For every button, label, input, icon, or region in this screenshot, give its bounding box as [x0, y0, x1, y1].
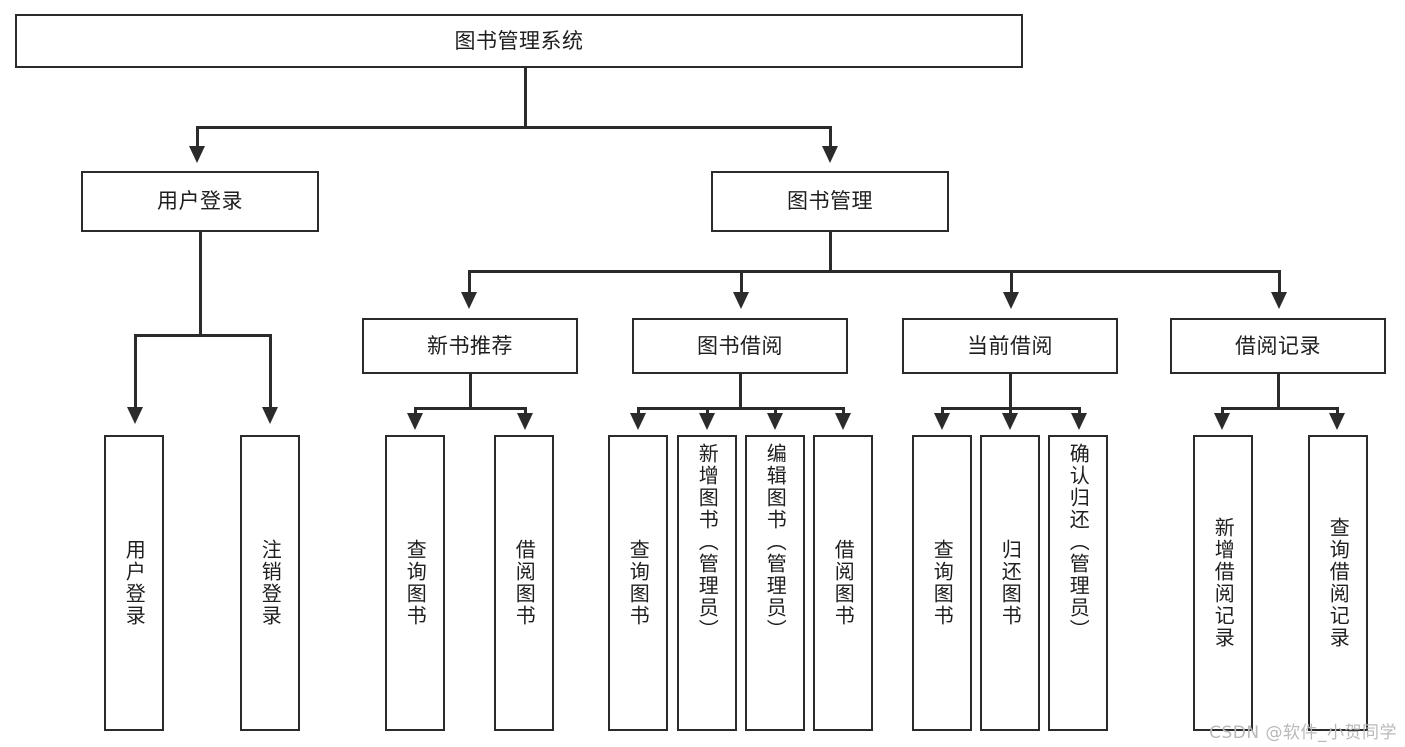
leaf-recommend-borrow-book[interactable]: 借阅图书 — [494, 435, 554, 731]
arrow-current-borrow-leaf-3 — [1071, 413, 1087, 430]
connector-root-bar — [196, 126, 832, 129]
node-book-borrow-label: 图书借阅 — [697, 333, 783, 358]
arrow-borrow-record-leaf-1 — [1214, 413, 1230, 430]
connector-new-book-bar — [414, 407, 527, 410]
leaf-record-add-label: 新增借阅记录 — [1211, 517, 1236, 649]
node-new-book-recommend-label: 新书推荐 — [427, 333, 513, 358]
leaf-record-add[interactable]: 新增借阅记录 — [1193, 435, 1253, 731]
leaf-borrow-query-book[interactable]: 查询图书 — [608, 435, 668, 731]
connector-book-manage-drop-2 — [740, 270, 743, 294]
leaf-record-query-label: 查询借阅记录 — [1326, 517, 1351, 649]
connector-current-borrow-stem — [1009, 374, 1012, 409]
node-user-login-label: 用户登录 — [157, 189, 243, 214]
arrow-root-to-book-manage — [822, 146, 838, 163]
leaf-current-return-book[interactable]: 归还图书 — [980, 435, 1040, 731]
node-book-manage-label: 图书管理 — [787, 189, 873, 214]
arrow-book-borrow-leaf-2 — [699, 413, 715, 430]
connector-root-to-book-manage — [829, 126, 832, 148]
connector-book-manage-stem — [829, 232, 832, 272]
leaf-borrow-borrow-book[interactable]: 借阅图书 — [813, 435, 873, 731]
leaf-record-query[interactable]: 查询借阅记录 — [1308, 435, 1368, 731]
leaf-recommend-query-book-label: 查询图书 — [403, 539, 428, 627]
connector-user-login-drop-1 — [134, 334, 137, 409]
leaf-borrow-query-book-label: 查询图书 — [626, 539, 651, 627]
leaf-current-query-book-label: 查询图书 — [930, 539, 955, 627]
arrow-current-borrow-leaf-1 — [934, 413, 950, 430]
leaf-user-login[interactable]: 用户登录 — [104, 435, 164, 731]
node-user-login[interactable]: 用户登录 — [81, 171, 319, 232]
node-borrow-record[interactable]: 借阅记录 — [1170, 318, 1386, 374]
node-borrow-record-label: 借阅记录 — [1235, 333, 1321, 358]
csdn-watermark: CSDN @软件_小贺同学 — [1209, 723, 1397, 743]
connector-root-stem — [524, 68, 527, 128]
arrow-book-manage-to-current — [1003, 292, 1019, 309]
node-book-manage[interactable]: 图书管理 — [711, 171, 949, 232]
leaf-recommend-borrow-book-label: 借阅图书 — [512, 539, 537, 627]
arrow-current-borrow-leaf-2 — [1002, 413, 1018, 430]
node-root[interactable]: 图书管理系统 — [15, 14, 1023, 68]
arrow-new-book-leaf-2 — [517, 413, 533, 430]
node-new-book-recommend[interactable]: 新书推荐 — [362, 318, 578, 374]
arrow-user-login-leaf-2 — [262, 407, 278, 424]
connector-new-book-stem — [469, 374, 472, 409]
node-root-label: 图书管理系统 — [454, 28, 584, 53]
leaf-current-return-book-label: 归还图书 — [998, 539, 1023, 627]
arrow-book-borrow-leaf-4 — [835, 413, 851, 430]
leaf-borrow-edit-book[interactable]: 编辑图书（管理员） — [745, 435, 805, 731]
leaf-current-confirm-return[interactable]: 确认归还（管理员） — [1048, 435, 1108, 731]
connector-book-manage-drop-4 — [1278, 270, 1281, 294]
arrow-book-manage-to-new-book — [461, 292, 477, 309]
arrow-book-borrow-leaf-3 — [767, 413, 783, 430]
arrow-user-login-leaf-1 — [127, 407, 143, 424]
connector-book-borrow-bar — [637, 407, 844, 410]
arrow-borrow-record-leaf-2 — [1329, 413, 1345, 430]
node-current-borrow[interactable]: 当前借阅 — [902, 318, 1118, 374]
node-book-borrow[interactable]: 图书借阅 — [632, 318, 848, 374]
connector-user-login-drop-2 — [269, 334, 272, 409]
leaf-current-confirm-return-label: 确认归还（管理员） — [1066, 443, 1091, 641]
leaf-logout-label: 注销登录 — [258, 539, 283, 627]
leaf-borrow-add-book-label: 新增图书（管理员） — [695, 443, 720, 641]
leaf-borrow-borrow-book-label: 借阅图书 — [831, 539, 856, 627]
connector-book-manage-drop-1 — [468, 270, 471, 294]
arrow-root-to-user-login — [189, 146, 205, 163]
node-current-borrow-label: 当前借阅 — [967, 333, 1053, 358]
connector-book-borrow-stem — [739, 374, 742, 409]
leaf-user-login-label: 用户登录 — [122, 539, 147, 627]
connector-user-login-stem — [199, 232, 202, 336]
leaf-logout[interactable]: 注销登录 — [240, 435, 300, 731]
arrow-new-book-leaf-1 — [407, 413, 423, 430]
leaf-current-query-book[interactable]: 查询图书 — [912, 435, 972, 731]
connector-borrow-record-bar — [1221, 407, 1339, 410]
leaf-borrow-add-book[interactable]: 新增图书（管理员） — [677, 435, 737, 731]
leaf-borrow-edit-book-label: 编辑图书（管理员） — [763, 443, 788, 641]
arrow-book-manage-to-borrow — [733, 292, 749, 309]
connector-borrow-record-stem — [1277, 374, 1280, 409]
connector-book-manage-bar — [468, 270, 1280, 273]
connector-book-manage-drop-3 — [1010, 270, 1013, 294]
connector-user-login-bar — [134, 334, 271, 337]
connector-root-to-user-login — [196, 126, 199, 148]
arrow-book-manage-to-record — [1271, 292, 1287, 309]
leaf-recommend-query-book[interactable]: 查询图书 — [385, 435, 445, 731]
arrow-book-borrow-leaf-1 — [630, 413, 646, 430]
